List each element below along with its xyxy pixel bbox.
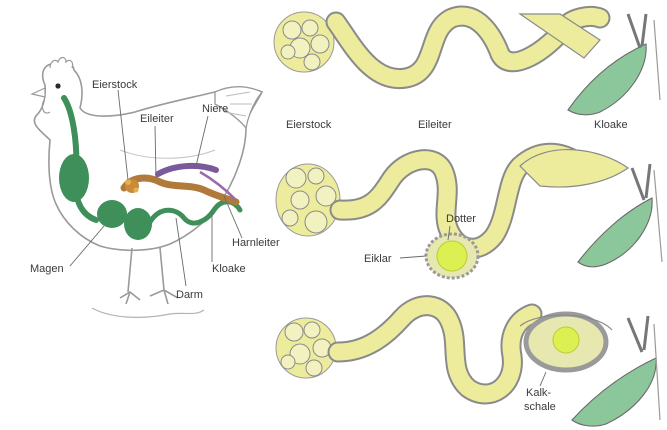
stomach bbox=[59, 154, 89, 202]
beak bbox=[32, 88, 45, 97]
stage3-dotter bbox=[553, 327, 579, 353]
label-kloake-chicken: Kloake bbox=[212, 263, 246, 275]
label-eiklar: Eiklar bbox=[364, 253, 392, 265]
comb bbox=[50, 58, 73, 69]
label-eierstock-stage1: Eierstock bbox=[286, 119, 332, 131]
label-schale: schale bbox=[524, 401, 556, 413]
stage2-dotter bbox=[437, 241, 467, 271]
label-magen: Magen bbox=[30, 263, 64, 275]
label-dotter: Dotter bbox=[446, 213, 476, 225]
leg-left bbox=[120, 248, 140, 304]
stage3-diagram bbox=[276, 306, 660, 426]
stage1-diagram bbox=[274, 12, 660, 115]
label-eileiter-chicken: Eileiter bbox=[140, 113, 174, 125]
chicken-figure bbox=[32, 58, 262, 318]
stage3-ovary bbox=[276, 318, 336, 378]
label-darm: Darm bbox=[176, 289, 203, 301]
stage2-cloaca bbox=[578, 198, 652, 267]
label-kloake-stage1: Kloake bbox=[594, 119, 628, 131]
label-kalk: Kalk- bbox=[526, 387, 551, 399]
label-eileiter-stage1: Eileiter bbox=[418, 119, 452, 131]
label-niere: Niere bbox=[202, 103, 228, 115]
stage2-ovary bbox=[276, 164, 340, 236]
leg-right bbox=[150, 248, 178, 304]
stage1-ovary bbox=[274, 12, 334, 72]
label-harnleiter: Harnleiter bbox=[232, 237, 280, 249]
stomach-lobe bbox=[124, 208, 152, 240]
label-eierstock-chicken: Eierstock bbox=[92, 79, 138, 91]
eye bbox=[55, 83, 60, 88]
gizzard bbox=[97, 200, 127, 228]
